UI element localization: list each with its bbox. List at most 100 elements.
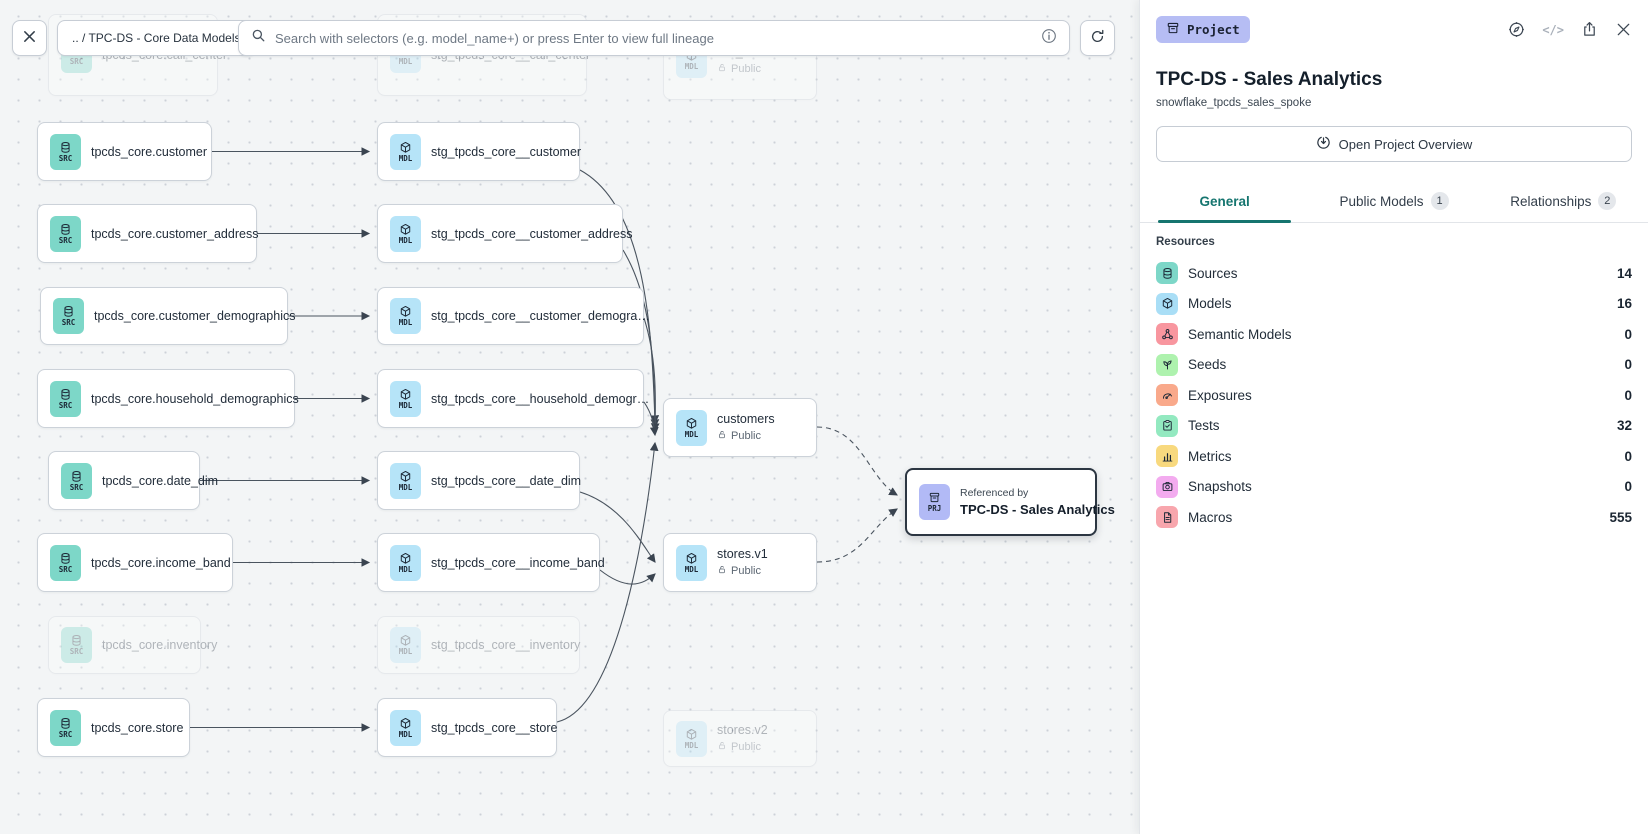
resource-count: 0 [1624, 326, 1632, 342]
resource-row-snapshots[interactable]: Snapshots 0 [1156, 472, 1632, 503]
resource-count: 14 [1616, 265, 1632, 281]
mdl-cube-icon: MDL [390, 627, 421, 663]
mdl-cube-icon: MDL [390, 462, 421, 499]
node-label: tpcds_core.date_dim [102, 473, 219, 488]
resource-count: 32 [1616, 418, 1632, 434]
node-label: tpcds_core.customer_address [91, 226, 259, 241]
resource-count: 555 [1609, 509, 1632, 525]
node-access-label: Public [731, 741, 761, 753]
close-icon [22, 29, 37, 47]
node-label: tpcds_core.inventory [102, 638, 218, 652]
src-database-icon: SRC [50, 544, 81, 581]
resource-count: 0 [1624, 448, 1632, 464]
src-database-icon: SRC [50, 709, 81, 746]
node-label: tpcds_core.household_demographics [91, 391, 299, 406]
gauge-icon [1156, 384, 1178, 407]
node-src-household-demographics[interactable]: SRC tpcds_core.household_demographics [37, 369, 299, 428]
resource-label: Seeds [1188, 357, 1227, 373]
mdl-cube-icon: MDL [390, 544, 421, 581]
resource-row-tests[interactable]: Tests 32 [1156, 411, 1632, 442]
unlock-icon [717, 564, 727, 578]
node-label: stores.v2 [717, 723, 768, 737]
node-mdl-store[interactable]: MDL stg_tpcds_core__store [377, 698, 557, 757]
resource-row-exposures[interactable]: Exposures 0 [1156, 380, 1632, 411]
project-details-panel: Project </> TPC-DS - Sales Analytics sno… [1139, 0, 1648, 834]
src-database-icon: SRC [50, 133, 81, 170]
src-database-icon: SRC [50, 215, 81, 252]
prj-archive-box-icon: PRJ [919, 484, 950, 520]
open-project-overview-button[interactable]: Open Project Overview [1156, 126, 1632, 162]
node-mdl-income-band[interactable]: MDL stg_tpcds_core__income_band [377, 533, 605, 592]
unlock-icon [717, 429, 727, 443]
node-src-customer-address[interactable]: SRC tpcds_core.customer_address [37, 204, 259, 263]
node-label: stg_tpcds_core__income_band [431, 555, 605, 570]
node-access-label: Public [731, 62, 761, 75]
resource-row-semantic-models[interactable]: Semantic Models 0 [1156, 319, 1632, 350]
node-label: TPC-DS - Sales Analytics [960, 502, 1115, 517]
resource-row-macros[interactable]: Macros 555 [1156, 502, 1632, 533]
explore-compass-icon[interactable] [1508, 21, 1525, 38]
archive-box-icon [1166, 21, 1180, 38]
node-label: tpcds_core.income_band [91, 555, 231, 570]
mdl-cube-icon: MDL [390, 380, 421, 417]
resource-label: Sources [1188, 265, 1238, 281]
node-label: stores.v1 [717, 547, 768, 561]
code-icon[interactable]: </> [1542, 22, 1564, 37]
resource-count: 0 [1624, 357, 1632, 373]
node-mdl-date-dim[interactable]: MDL stg_tpcds_core__date_dim [377, 451, 582, 510]
close-panel-icon[interactable] [1615, 21, 1632, 38]
node-mdl-inventory[interactable]: MDL stg_tpcds_core__inventory [377, 616, 580, 674]
tab-count-badge: 2 [1598, 192, 1617, 210]
unlock-icon [717, 740, 727, 754]
resource-row-sources[interactable]: Sources 14 [1156, 258, 1632, 289]
close-lineage-button[interactable] [12, 20, 47, 56]
info-icon[interactable] [1041, 28, 1057, 49]
resource-label: Models [1188, 296, 1232, 312]
src-database-icon: SRC [50, 380, 81, 417]
node-label: stg_tpcds_core__date_dim [431, 473, 582, 488]
search-icon [251, 28, 266, 48]
node-label: stg_tpcds_core__inventory [431, 638, 581, 652]
resource-row-seeds[interactable]: Seeds 0 [1156, 350, 1632, 381]
mdl-cube-icon: MDL [390, 709, 421, 746]
node-label: stg_tpcds_core__customer_demogra… [431, 309, 650, 323]
node-src-income-band[interactable]: SRC tpcds_core.income_band [37, 533, 233, 592]
node-label: stg_tpcds_core__store [431, 720, 558, 735]
mdl-cube-icon: MDL [390, 215, 421, 252]
tab-general[interactable]: General [1140, 184, 1309, 223]
lineage-canvas[interactable]: SRCtpcds_core.call_centerMDLstg_tpcds_co… [0, 0, 1139, 834]
refresh-lineage-button[interactable] [1080, 20, 1115, 56]
breadcrumb[interactable]: .. / TPC-DS - Core Data Models [57, 20, 256, 56]
resource-row-models[interactable]: Models 16 [1156, 289, 1632, 320]
mdl-cube-icon: MDL [676, 409, 707, 446]
resource-row-metrics[interactable]: Metrics 0 [1156, 441, 1632, 472]
cube-icon [1156, 292, 1178, 315]
node-label: stg_tpcds_core__customer [431, 144, 582, 159]
resource-label: Snapshots [1188, 479, 1252, 495]
lineage-edges [190, 147, 898, 732]
database-icon [1156, 262, 1178, 285]
unlock-icon [717, 62, 727, 76]
node-access-label: Public [731, 430, 761, 442]
search-input[interactable] [275, 30, 1032, 46]
resource-count: 0 [1624, 387, 1632, 403]
node-label: tpcds_core.customer_demographics [94, 309, 296, 323]
lineage-search[interactable] [238, 20, 1070, 56]
clipboard-check-icon [1156, 414, 1178, 437]
share-icon[interactable] [1581, 21, 1598, 38]
